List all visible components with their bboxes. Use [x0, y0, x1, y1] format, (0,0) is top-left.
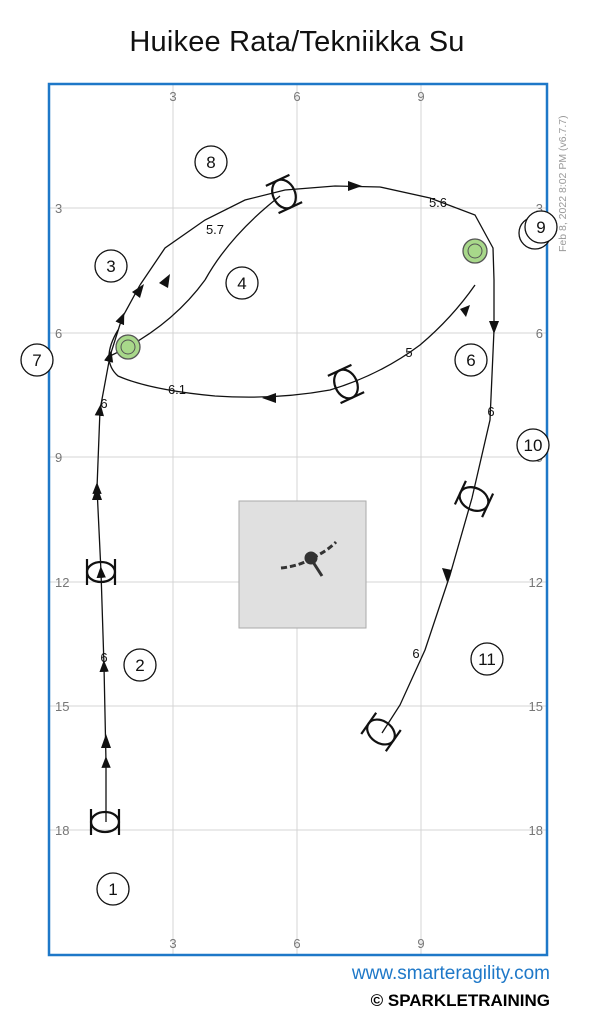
obstacle-number-10: 10 — [516, 428, 550, 462]
distance-label: 5 — [405, 345, 412, 360]
x-tick-top: 9 — [417, 89, 424, 104]
obstacle-number-7: 7 — [20, 343, 54, 377]
obstacle-number-4: 4 — [225, 266, 259, 300]
y-tick-left: 12 — [55, 575, 69, 590]
svg-text:1: 1 — [108, 880, 117, 899]
version-stamp: Feb 8, 2022 8:02 PM (v6.7.7) — [557, 115, 569, 252]
y-tick-right: 18 — [529, 823, 543, 838]
obstacle-number-11: 11 — [470, 642, 504, 676]
obstacle-number-3: 3 — [94, 249, 128, 283]
obstacle-number-2: 2 — [123, 648, 157, 682]
x-tick-bottom: 9 — [417, 936, 424, 951]
x-tick-top: 3 — [169, 89, 176, 104]
judge-icon — [280, 540, 338, 577]
svg-text:10: 10 — [524, 436, 543, 455]
jump-1 — [89, 809, 121, 835]
y-tick-left: 9 — [55, 450, 62, 465]
jump-6 — [327, 363, 365, 405]
svg-text:9: 9 — [536, 218, 545, 237]
jump-10 — [453, 480, 495, 518]
y-tick-left: 6 — [55, 326, 62, 341]
svg-text:2: 2 — [135, 656, 144, 675]
obstacle-number-9: 9 — [518, 210, 558, 250]
y-tick-right: 12 — [529, 575, 543, 590]
distance-label: 6.1 — [168, 382, 186, 397]
x-tick-bottom: 3 — [169, 936, 176, 951]
svg-text:7: 7 — [32, 351, 41, 370]
turn-cones — [115, 238, 488, 360]
svg-text:6: 6 — [466, 351, 475, 370]
distance-label: 6 — [100, 396, 107, 411]
y-tick-right: 3 — [536, 201, 543, 216]
obstacle-number-5: 6 — [454, 343, 488, 377]
jump-5 — [265, 173, 303, 215]
course-title: Huikee Rata/Tekniikka Su — [129, 26, 465, 58]
jump-11 — [360, 712, 402, 752]
ring-border — [47, 82, 549, 957]
distance-labels: 6 6 5.7 5.6 5 6.1 6 6 — [100, 195, 494, 665]
svg-text:4: 4 — [237, 274, 246, 293]
distance-label: 6 — [412, 646, 419, 661]
svg-text:3: 3 — [106, 257, 115, 276]
y-tick-left: 18 — [55, 823, 69, 838]
direction-arrows — [92, 181, 499, 748]
copyright-text: © SPARKLETRAINING — [370, 991, 550, 1010]
svg-text:11: 11 — [478, 650, 496, 669]
jump-2 — [85, 559, 117, 585]
distance-label: 6 — [487, 404, 494, 419]
svg-text:8: 8 — [206, 153, 215, 172]
x-tick-bottom: 6 — [293, 936, 300, 951]
x-tick-top: 6 — [293, 89, 300, 104]
distance-label: 6 — [100, 650, 107, 665]
distance-label: 5.6 — [429, 195, 447, 210]
obstacle-number-1: 1 — [96, 872, 130, 906]
y-tick-right: 6 — [536, 326, 543, 341]
y-tick-left: 15 — [55, 699, 69, 714]
y-tick-right: 15 — [529, 699, 543, 714]
y-tick-left: 3 — [55, 201, 62, 216]
jump-obstacles — [85, 173, 495, 835]
obstacle-numbers: 1 2 3 4 6 7 8 9 10 11 — [20, 145, 558, 906]
distance-label: 5.7 — [206, 222, 224, 237]
website-link[interactable]: www.smarteragility.com — [351, 963, 550, 984]
obstacle-number-8: 8 — [194, 145, 228, 179]
